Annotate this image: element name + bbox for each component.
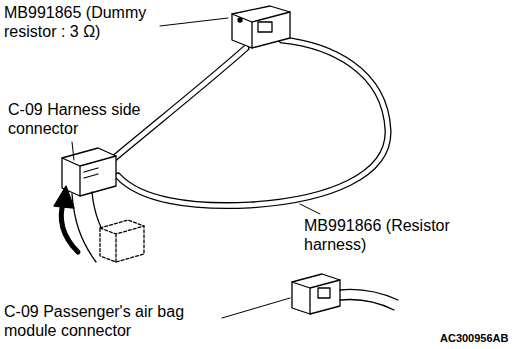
label-text: MB991865 (Dummy resistor : 3 Ω) <box>4 4 146 40</box>
resistor-latch <box>258 22 272 32</box>
connector-edge <box>62 156 116 196</box>
connector-slot <box>84 168 98 178</box>
move-arrowhead <box>54 186 74 208</box>
label-text: MB991866 (Resistor harness) <box>304 217 450 253</box>
connector-ghost <box>100 220 144 262</box>
module-latch <box>318 288 330 298</box>
part-label: C-09 Harness side connector <box>8 100 158 138</box>
part-label: C-09 Passenger's air bag module connecto… <box>4 302 220 340</box>
harness-connector <box>62 148 116 196</box>
module-connector <box>292 274 340 314</box>
label-text: AC300956AB <box>440 332 508 344</box>
leader-line <box>222 298 290 318</box>
dummy-resistor <box>232 6 290 48</box>
label-text: C-09 Passenger's air bag module connecto… <box>4 303 184 339</box>
resistor-dot <box>238 18 242 22</box>
leader-line <box>72 142 74 160</box>
figure-code: AC300956AB <box>440 332 524 345</box>
resistor-edge <box>232 12 290 48</box>
part-label: MB991865 (Dummy resistor : 3 Ω) <box>4 3 156 41</box>
leader-line <box>300 204 320 214</box>
leader-line <box>160 18 228 26</box>
module-connector-edge <box>292 280 340 314</box>
part-label: MB991866 (Resistor harness) <box>304 216 454 254</box>
connector-ghost-edge <box>100 226 144 262</box>
module-wire <box>340 289 398 310</box>
label-text: C-09 Harness side connector <box>8 101 141 137</box>
